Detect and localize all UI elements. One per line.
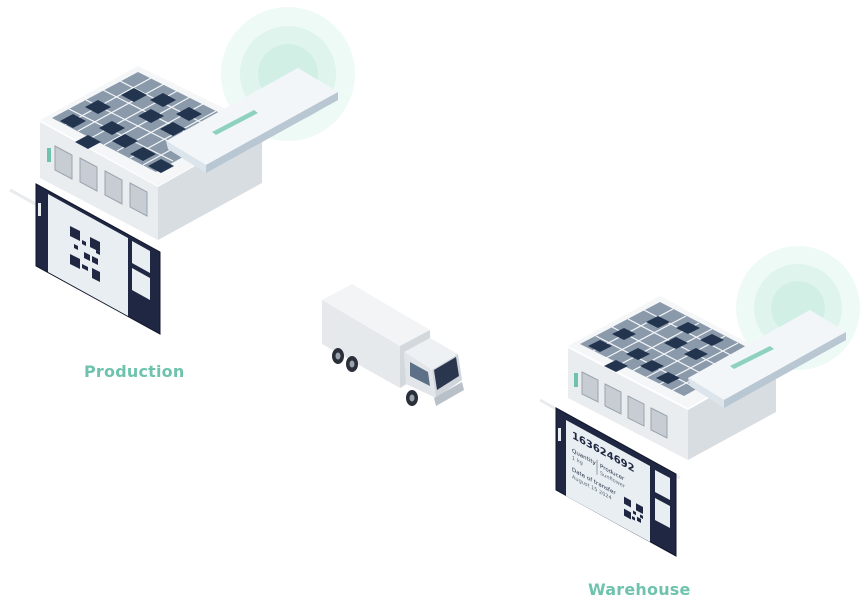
warehouse-tablet: 163624692 Quantity 1 kg Producer Sunflow… <box>555 407 677 557</box>
qr-code-icon <box>70 226 100 282</box>
qr-code-icon <box>624 496 643 523</box>
production-site <box>9 7 355 335</box>
production-tablet <box>35 183 161 335</box>
wifi-router-icon <box>166 68 338 173</box>
quantity-value: 1 kg <box>572 455 583 467</box>
warehouse-label: Warehouse <box>588 580 691 599</box>
wifi-router-icon <box>688 310 846 408</box>
production-label: Production <box>84 362 185 381</box>
warehouse-site: 163624692 Quantity 1 kg Producer Sunflow… <box>539 246 860 557</box>
truck-icon <box>322 284 464 406</box>
